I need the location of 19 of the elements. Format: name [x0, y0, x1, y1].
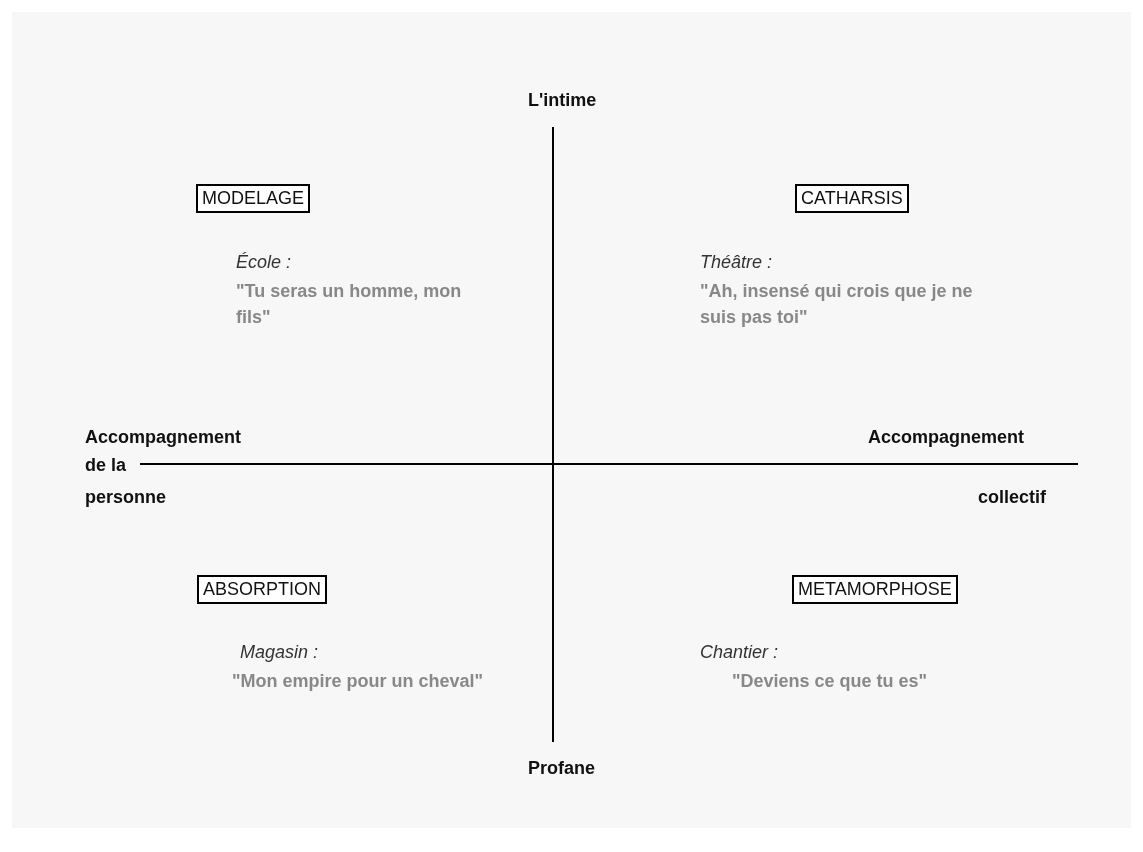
axis-label: Accompagnement — [868, 427, 1025, 448]
axis-label: personne — [85, 487, 167, 508]
place-label: École : — [236, 252, 292, 273]
axis-label: Accompagnement — [85, 427, 242, 448]
quadrant-title-box: ABSORPTION — [197, 575, 328, 604]
place-label: Magasin : — [240, 642, 319, 663]
place-label: Chantier : — [700, 642, 779, 663]
quadrant-title-box: MODELAGE — [196, 184, 311, 213]
quote-text: "Mon empire pour un cheval" — [232, 670, 484, 693]
axis-label: L'intime — [528, 90, 597, 111]
quote-text: "Deviens ce que tu es" — [732, 670, 928, 693]
place-label: Théâtre : — [700, 252, 773, 273]
axis-label: de la — [85, 455, 127, 476]
axis-label: collectif — [978, 487, 1047, 508]
quadrant-title-box: CATHARSIS — [795, 184, 909, 213]
quote-text: "Ah, insensé qui crois que je ne suis pas toi" — [700, 280, 974, 329]
quadrant-title-box: METAMORPHOSE — [792, 575, 958, 604]
quote-text: "Tu seras un homme, mon fils" — [236, 280, 463, 329]
axis-label: Profane — [528, 758, 596, 779]
